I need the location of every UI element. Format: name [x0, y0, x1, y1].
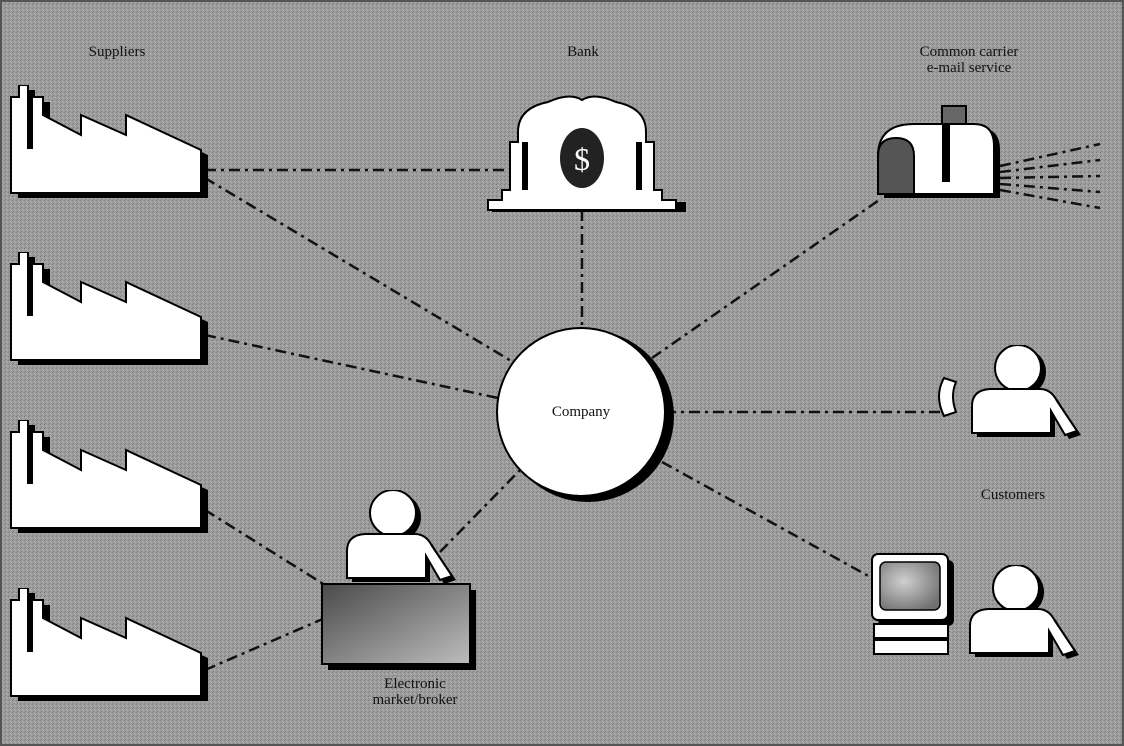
link-company-computer-customer [661, 460, 873, 580]
carrier-out-4 [999, 182, 1101, 194]
dollar-sign-icon: $ [574, 141, 590, 177]
carrier-label: Common carrier e-mail service [919, 44, 1019, 76]
mailbox-flag [941, 105, 967, 125]
carrier-out-1 [999, 142, 1101, 168]
telephone-icon [938, 376, 958, 418]
mailbox-icon [877, 105, 1000, 198]
broker-desk [321, 583, 471, 665]
connection-lines [204, 142, 1101, 672]
bank-building-icon: $ [487, 95, 686, 212]
link-supplier4-market [204, 616, 326, 672]
link-company-carrier [651, 196, 883, 360]
bank-label: Bank [567, 44, 599, 60]
carrier-out-2 [999, 158, 1101, 174]
company-label: Company [551, 404, 611, 420]
link-supplier2-company [204, 333, 499, 400]
person-computer-icon [871, 553, 1080, 660]
carrier-out-3 [999, 174, 1101, 180]
company-node [496, 327, 674, 502]
electronic-market-label: Electronic market/broker [372, 676, 458, 708]
monitor-screen [879, 561, 941, 611]
person-at-desk-icon [321, 490, 476, 670]
suppliers-label: Suppliers [88, 44, 146, 60]
customers-label: Customers [980, 487, 1046, 503]
link-market-company [439, 467, 523, 553]
bank-seal [560, 128, 604, 188]
mailbox-flag-pole [942, 110, 950, 182]
person-phone-icon [938, 345, 1082, 440]
computer-base [873, 623, 949, 639]
carrier-out-5 [999, 188, 1101, 210]
keyboard [873, 639, 949, 655]
